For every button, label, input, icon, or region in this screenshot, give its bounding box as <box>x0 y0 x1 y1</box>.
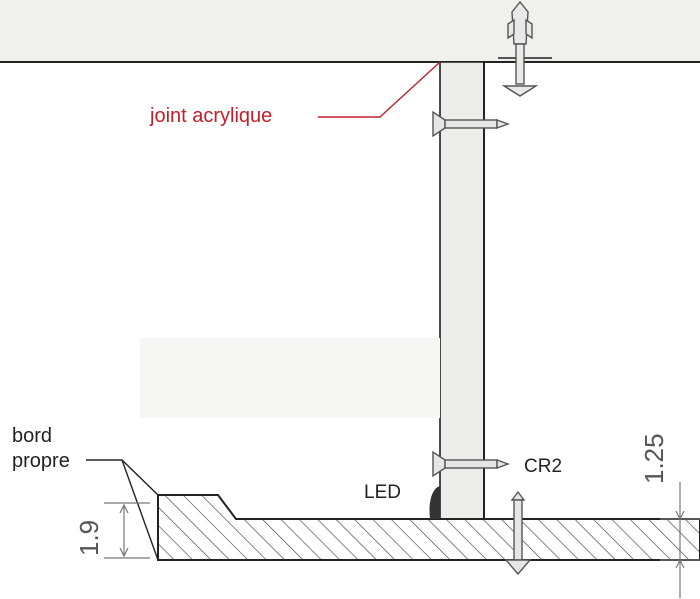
bord-leader-upper <box>86 459 159 496</box>
dimension-left <box>104 502 150 559</box>
panel-screw-lower <box>432 450 511 478</box>
label-propre: propre <box>12 450 70 472</box>
label-cr2: CR2 <box>524 456 562 477</box>
joint-leader-line <box>318 61 441 118</box>
ceiling-anchor-screw <box>498 0 552 97</box>
panel-screw-upper <box>432 110 511 138</box>
light-area <box>140 338 440 418</box>
dimension-right <box>660 482 700 598</box>
led-bead <box>429 486 440 519</box>
ceiling-block <box>0 0 700 62</box>
label-bord: bord <box>12 425 52 447</box>
bord-leader-lower <box>121 459 159 561</box>
label-dim-1-25: 1.25 <box>639 433 669 484</box>
floor-slab <box>157 494 700 561</box>
vertical-panel <box>440 62 484 519</box>
label-led: LED <box>364 482 401 503</box>
floor-screw <box>504 490 532 576</box>
label-dim-1-9: 1.9 <box>74 520 104 556</box>
label-joint-acrylique: joint acrylique <box>149 105 272 127</box>
